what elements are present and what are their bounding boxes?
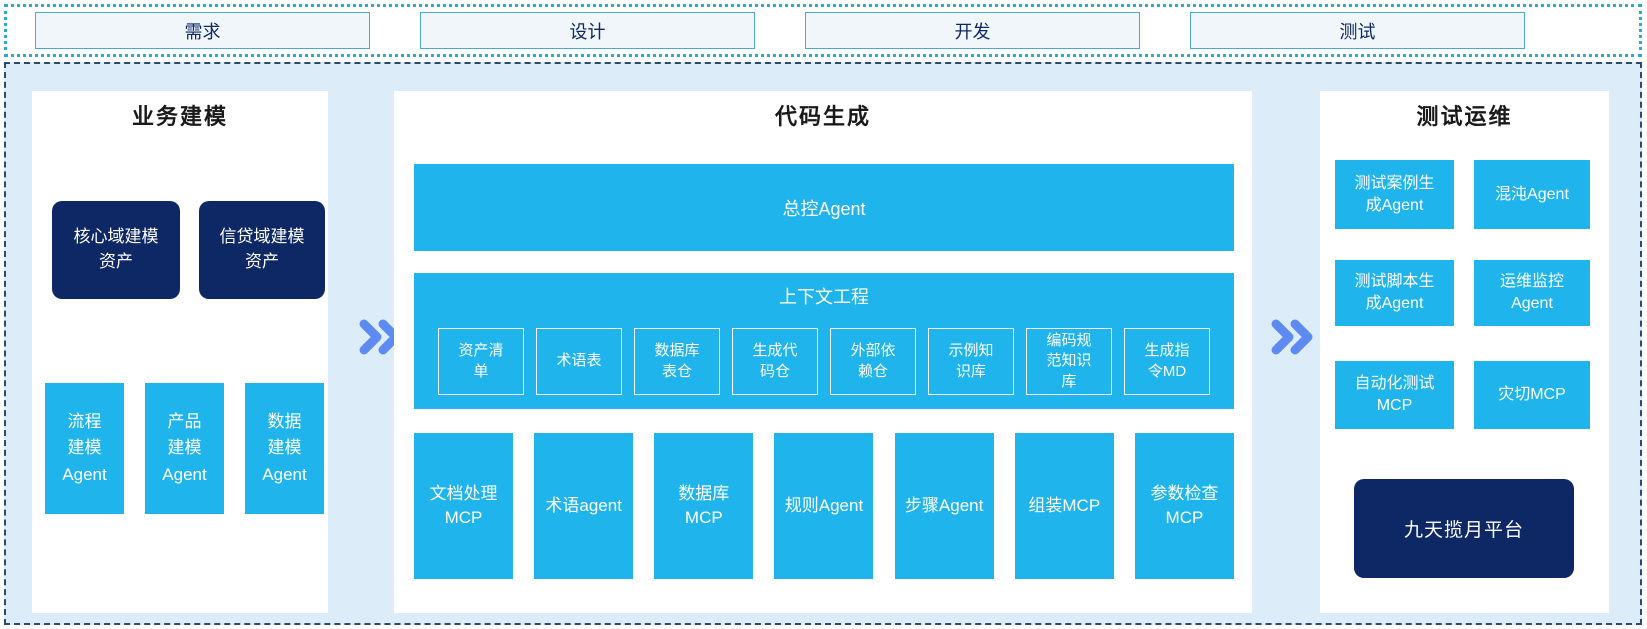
box-jiutian-lanyue-platform: 九天揽月平台 — [1354, 479, 1574, 578]
box-assembly-mcp: 组装MCP — [1014, 433, 1114, 579]
phase-box-testing: 测试 — [1190, 12, 1525, 49]
box-glossary: 术语表 — [536, 328, 622, 395]
panel-test-ops: 测试运维 测试案例生 成Agent 混沌Agent 测试脚本生 成Agent 运… — [1320, 91, 1609, 613]
box-label: 术语agent — [545, 496, 622, 516]
box-label: 测试案例生 成Agent — [1354, 174, 1435, 214]
box-document-processing-mcp: 文档处理 MCP — [414, 433, 513, 579]
box-external-dependency-repo: 外部依 赖仓 — [830, 328, 916, 395]
box-label: 示例知 识库 — [948, 342, 994, 380]
box-label: 步骤Agent — [904, 496, 984, 516]
box-label: 生成代 码仓 — [752, 342, 798, 380]
box-label: 九天揽月平台 — [1403, 520, 1524, 541]
box-process-modeling-agent: 流程 建模 Agent — [45, 383, 124, 514]
box-label: 编码规 范知识 库 — [1046, 332, 1092, 390]
box-label: 数据库 表仓 — [654, 342, 700, 380]
box-chaos-agent: 混沌Agent — [1474, 160, 1590, 229]
box-label: 核心域建模 资产 — [73, 227, 159, 271]
box-product-modeling-agent: 产品 建模 Agent — [145, 383, 224, 514]
phase-box-design: 设计 — [420, 12, 755, 49]
box-data-modeling-agent: 数据 建模 Agent — [245, 383, 324, 514]
double-chevron-right-icon — [1270, 319, 1316, 355]
box-disaster-switch-mcp: 灾切MCP — [1474, 361, 1590, 429]
box-label: 流程 建模 Agent — [62, 411, 107, 484]
box-database-table-repo: 数据库 表仓 — [634, 328, 720, 395]
box-generation-instruction-md: 生成指 令MD — [1124, 328, 1210, 395]
box-label: 信贷域建模 资产 — [219, 227, 305, 271]
box-credit-domain-modeling-assets: 信贷域建模 资产 — [199, 201, 325, 299]
box-automated-test-mcp: 自动化测试 MCP — [1335, 361, 1454, 429]
box-coding-standard-knowledge-base: 编码规 范知识 库 — [1026, 328, 1112, 395]
box-label: 总控Agent — [782, 198, 866, 219]
section-context-engineering: 上下文工程 资产清 单 术语表 数据库 表仓 生成代 码仓 外部依 赖仓 示例知… — [414, 273, 1234, 409]
panel-title-business-modeling: 业务建模 — [131, 104, 228, 129]
box-label: 外部依 赖仓 — [850, 342, 896, 380]
panel-code-generation: 代码生成 总控Agent 上下文工程 资产清 单 术语表 数据库 表仓 生成代 … — [394, 91, 1252, 613]
box-label: 运维监控 Agent — [1499, 273, 1564, 312]
box-rule-agent: 规则Agent — [774, 433, 874, 579]
phase-box-requirements: 需求 — [35, 12, 370, 49]
box-label: 生成指 令MD — [1144, 342, 1190, 380]
box-label: 数据库 MCP — [678, 484, 730, 527]
tools-row: 文档处理 MCP 术语agent 数据库 MCP 规则Agent 步骤Agent… — [414, 433, 1234, 579]
box-label: 灾切MCP — [1498, 386, 1566, 404]
box-label: 数据 建模 Agent — [262, 411, 307, 484]
context-items-row: 资产清 单 术语表 数据库 表仓 生成代 码仓 外部依 赖仓 示例知 识库 编码… — [438, 328, 1210, 395]
main-container: 业务建模 核心域建模 资产 信贷域建模 资产 流程 建模 Agent 产品 建模… — [4, 62, 1642, 625]
phase-box-development: 开发 — [805, 12, 1140, 49]
box-generated-code-repo: 生成代 码仓 — [732, 328, 818, 395]
box-label: 参数检查 MCP — [1150, 484, 1219, 527]
box-step-agent: 步骤Agent — [894, 433, 994, 579]
box-test-script-generation-agent: 测试脚本生 成Agent — [1335, 260, 1454, 326]
box-terminology-agent: 术语agent — [534, 433, 634, 579]
box-label: 规则Agent — [784, 496, 864, 516]
box-label: 组装MCP — [1028, 496, 1101, 516]
box-label: 术语表 — [556, 352, 602, 370]
panel-title-code-generation: 代码生成 — [774, 104, 871, 129]
box-asset-inventory: 资产清 单 — [438, 328, 524, 395]
box-label: 混沌Agent — [1495, 185, 1569, 203]
box-parameter-check-mcp: 参数检查 MCP — [1134, 433, 1234, 579]
box-example-knowledge-base: 示例知 识库 — [928, 328, 1014, 395]
box-label: 测试脚本生 成Agent — [1354, 273, 1435, 312]
box-label: 产品 建模 Agent — [162, 411, 207, 484]
section-title-context-engineering: 上下文工程 — [779, 287, 869, 307]
box-ops-monitoring-agent: 运维监控 Agent — [1474, 260, 1590, 326]
box-test-case-generation-agent: 测试案例生 成Agent — [1335, 160, 1454, 229]
box-label: 资产清 单 — [458, 342, 504, 380]
box-label: 自动化测试 MCP — [1354, 375, 1435, 414]
box-label: 文档处理 MCP — [429, 484, 498, 527]
box-master-control-agent: 总控Agent — [414, 164, 1234, 251]
panel-title-test-ops: 测试运维 — [1416, 104, 1513, 129]
phase-strip: 需求 设计 开发 测试 — [4, 4, 1642, 57]
box-database-mcp: 数据库 MCP — [654, 433, 754, 579]
box-core-domain-modeling-assets: 核心域建模 资产 — [52, 201, 180, 299]
panel-business-modeling: 业务建模 核心域建模 资产 信贷域建模 资产 流程 建模 Agent 产品 建模… — [32, 91, 328, 613]
